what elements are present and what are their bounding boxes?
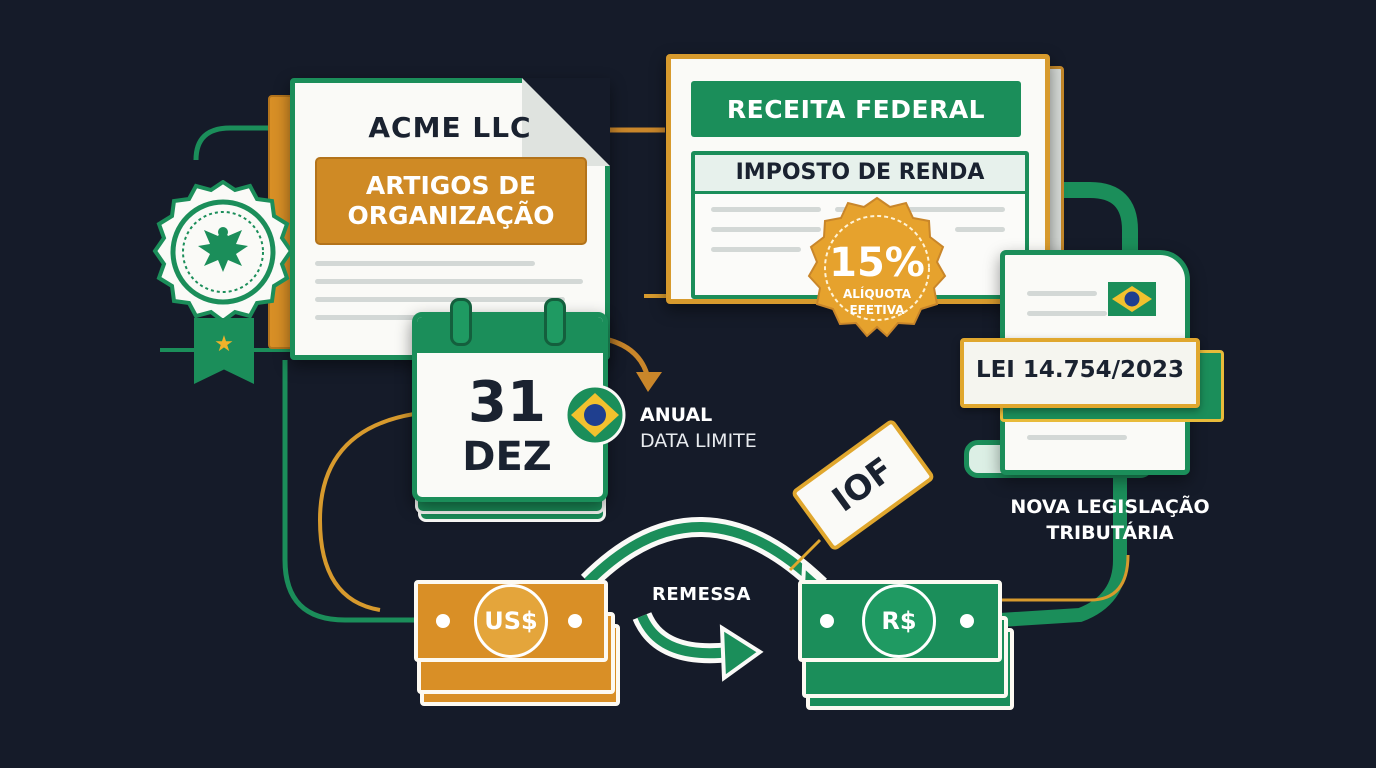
section-title: IMPOSTO DE RENDA: [695, 155, 1025, 194]
rate-label-line1: ALÍQUOTA: [843, 286, 912, 301]
star-icon: ★: [214, 332, 234, 357]
currency-symbol: US$: [474, 584, 548, 658]
text-line: [711, 207, 821, 212]
company-name: ACME LLC: [368, 111, 532, 144]
rate-value: 15%: [829, 240, 925, 286]
law-caption: NOVA LEGISLAÇÃO TRIBUTÁRIA: [1010, 496, 1210, 544]
bill-dot: [960, 614, 974, 628]
text-line: [711, 227, 821, 232]
frequency-label: ANUAL: [640, 404, 713, 426]
brl-bill: R$: [798, 580, 1002, 662]
brazil-flag-icon: [1108, 282, 1156, 316]
text-line: [315, 315, 495, 320]
page-fold-icon: [522, 78, 610, 166]
bill-dot: [568, 614, 582, 628]
calendar-ring: [544, 298, 566, 346]
rate-badge: 15% ALÍQUOTA EFETIVA: [807, 196, 947, 338]
document-type-label: ARTIGOS DE ORGANIZAÇÃO: [315, 157, 587, 245]
bill-dot: [820, 614, 834, 628]
text-line: [955, 227, 1005, 232]
text-line: [1027, 311, 1107, 316]
text-line: [315, 261, 535, 266]
text-line: [1027, 435, 1127, 440]
transfer-label: REMESSA: [652, 584, 751, 605]
currency-symbol: R$: [862, 584, 936, 658]
text-line: [315, 297, 565, 302]
bill-dot: [436, 614, 450, 628]
calendar-month: DEZ: [462, 434, 552, 480]
text-line: [315, 279, 583, 284]
rate-label-line2: EFETIVA: [849, 303, 905, 317]
calendar-header: [417, 317, 603, 353]
calendar-ring: [450, 298, 472, 346]
text-line: [835, 207, 1005, 212]
usd-bill: US$: [414, 580, 608, 662]
calendar-day: 31: [468, 370, 546, 435]
deadline-label: DATA LIMITE: [640, 430, 757, 452]
brazil-flag-icon: [564, 384, 626, 446]
text-line: [1027, 291, 1097, 296]
agency-header: RECEITA FEDERAL: [691, 81, 1021, 137]
law-number-banner: LEI 14.754/2023: [960, 338, 1200, 408]
text-line: [711, 247, 801, 252]
eagle-seal-icon: [152, 180, 294, 324]
